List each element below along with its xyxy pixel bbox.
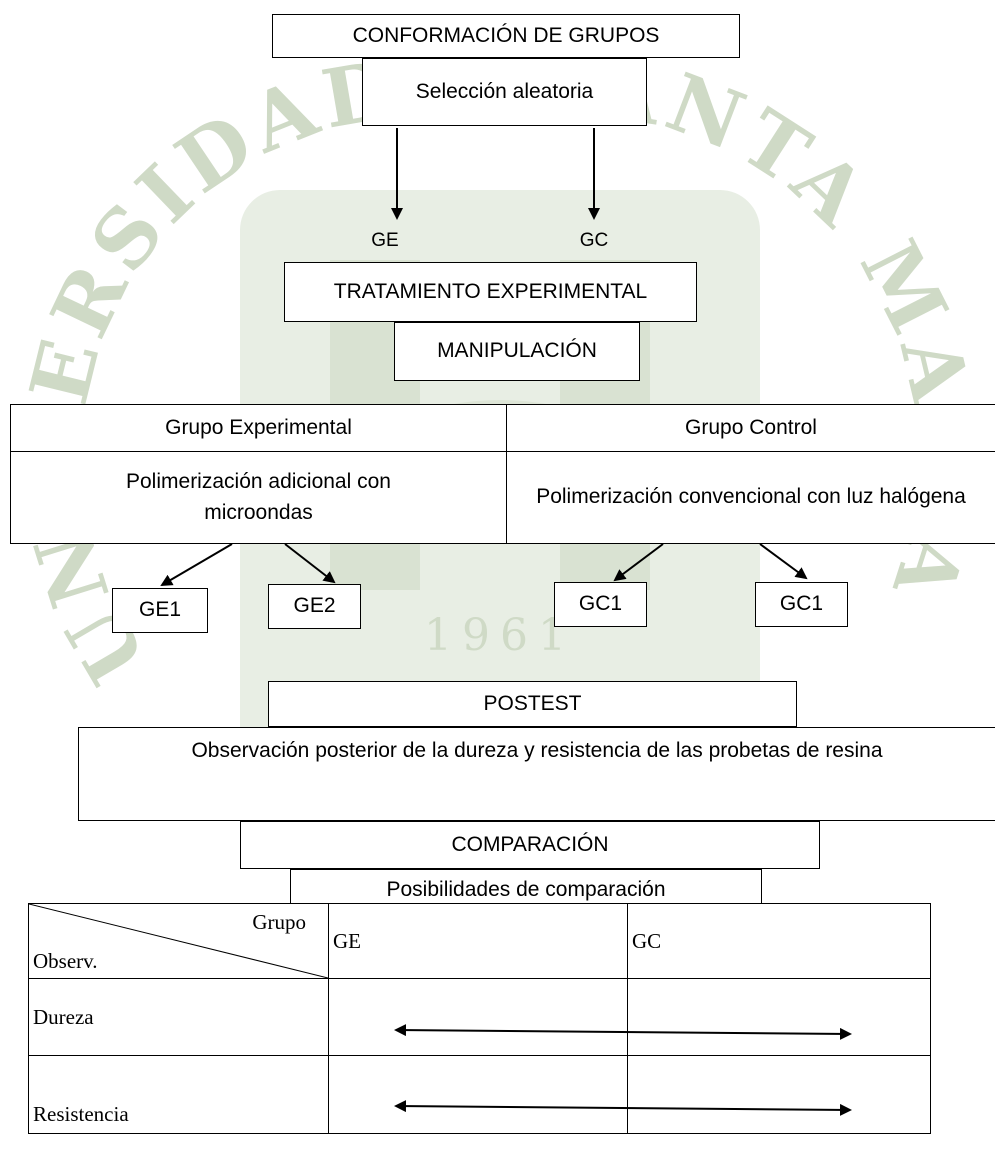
grupo-control-box: Grupo Control xyxy=(506,404,995,452)
table-corner-cell: Grupo Observ. xyxy=(28,903,329,979)
postest-box: POSTEST xyxy=(268,681,797,727)
ge1-box: GE1 xyxy=(112,588,208,633)
row-label-dureza: Dureza xyxy=(28,978,329,1056)
gc1-box-a: GC1 xyxy=(554,582,647,627)
ge2-box: GE2 xyxy=(268,584,361,629)
observacion-text: Observación posterior de la dureza y res… xyxy=(191,739,883,762)
cell-resistencia-ge xyxy=(328,1055,628,1134)
cell-resistencia-gc xyxy=(627,1055,931,1134)
cell-dureza-gc xyxy=(627,978,931,1056)
comparison-table: Grupo Observ. GE GC Dureza Resistencia xyxy=(28,903,931,1134)
observacion-box: Observación posterior de la dureza y res… xyxy=(78,727,995,821)
seleccion-box: Selección aleatoria xyxy=(362,58,647,126)
grupo-experimental-box: Grupo Experimental xyxy=(10,404,507,452)
table-row-resistencia: Resistencia xyxy=(28,1055,931,1134)
tratamiento-box: TRATAMIENTO EXPERIMENTAL xyxy=(284,262,697,322)
cell-dureza-ge xyxy=(328,978,628,1056)
column-header-gc: GC xyxy=(627,903,931,979)
watermark-year: 1961 xyxy=(424,610,576,661)
polimerizacion-convencional-box: Polimerización convencional con luz haló… xyxy=(506,451,995,544)
column-header-ge: GE xyxy=(328,903,628,979)
row-label-resistencia: Resistencia xyxy=(28,1055,329,1134)
conformacion-box: CONFORMACIÓN DE GRUPOS xyxy=(272,14,740,58)
corner-label-observ: Observ. xyxy=(33,949,98,973)
label-ge: GE xyxy=(371,230,399,251)
gc1-box-b: GC1 xyxy=(755,582,848,627)
corner-diagonal xyxy=(29,904,328,978)
polimerizacion-adicional-box: Polimerización adicional con microondas xyxy=(10,451,507,544)
table-row-dureza: Dureza xyxy=(28,978,931,1056)
table-header-row: Grupo Observ. GE GC xyxy=(28,903,931,979)
manipulacion-box: MANIPULACIÓN xyxy=(394,322,640,381)
comparacion-box: COMPARACIÓN xyxy=(240,821,820,869)
label-gc: GC xyxy=(579,230,609,251)
corner-label-grupo: Grupo xyxy=(252,910,306,934)
